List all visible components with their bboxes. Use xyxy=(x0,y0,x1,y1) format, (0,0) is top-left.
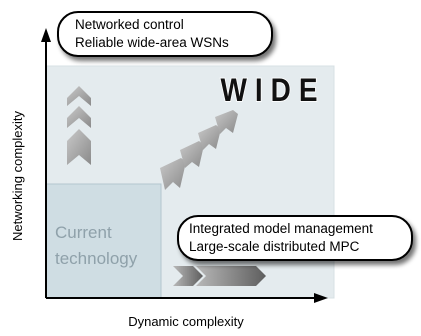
y-axis-arrowhead xyxy=(41,28,51,42)
callout-integrated-model-text: Integrated model management Large-scale … xyxy=(189,221,377,254)
chevron-diag-3 xyxy=(198,125,221,150)
callout-networked-control-text: Networked control Reliable wide-area WSN… xyxy=(75,17,229,50)
x-axis-label: Dynamic complexity xyxy=(128,314,244,329)
current-technology-line-1: Current xyxy=(55,223,112,242)
chevron-right-2 xyxy=(196,266,266,286)
callout-integrated-model-line-1: Integrated model management xyxy=(189,221,373,236)
current-technology-region xyxy=(45,183,162,299)
callout-integrated-model-line-2: Large-scale distributed MPC xyxy=(189,239,360,254)
chevron-diag-4 xyxy=(215,110,238,134)
y-axis-label: Networking complexity xyxy=(10,110,25,241)
chevron-right-1 xyxy=(173,266,203,286)
axes xyxy=(41,28,328,303)
chevron-diag-1 xyxy=(160,158,186,190)
diagonal-chevron-arrows xyxy=(160,110,238,190)
x-axis-arrowhead xyxy=(314,293,328,303)
callout-networked-control-line-2: Reliable wide-area WSNs xyxy=(75,35,229,50)
chevron-diag-2 xyxy=(180,141,204,168)
callout-networked-control: Networked control Reliable wide-area WSN… xyxy=(57,11,273,57)
chevron-up-1 xyxy=(67,86,91,106)
wide-title: WIDE xyxy=(220,73,325,108)
horizontal-chevron-arrows xyxy=(173,266,266,286)
chevron-up-3 xyxy=(67,129,91,165)
callout-integrated-model: Integrated model management Large-scale … xyxy=(177,215,413,261)
current-technology-label: Current technology xyxy=(55,223,138,268)
callout-networked-control-box xyxy=(57,11,273,57)
callout-integrated-model-box xyxy=(177,215,413,261)
callout-networked-control-line-1: Networked control xyxy=(75,17,184,32)
vertical-chevron-arrows xyxy=(67,86,91,165)
current-technology-line-2: technology xyxy=(55,249,138,268)
chevron-up-2 xyxy=(67,106,91,128)
